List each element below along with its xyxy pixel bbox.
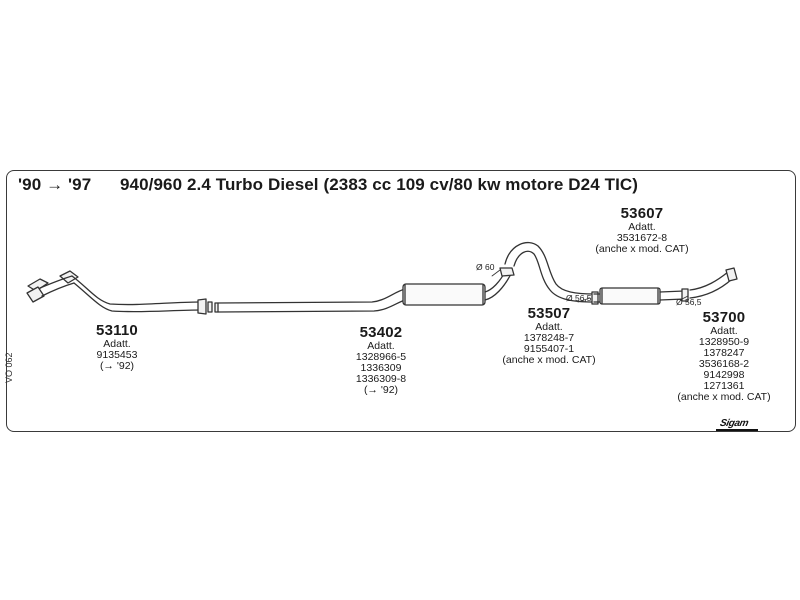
vehicle-code: VO 062: [4, 352, 14, 383]
diameter-56-5-label-b: Ø 56,5: [676, 297, 702, 307]
ref-number: 3536168-2: [698, 358, 750, 370]
part-code: 53507: [527, 305, 571, 322]
part-53110: 53110 Adatt. 9135453 (→ '92): [74, 322, 160, 372]
ref-note: (→ '92): [99, 360, 135, 372]
ref-number: 1271361: [703, 380, 745, 392]
ref-note: (anche x mod. CAT): [595, 243, 689, 255]
diagram-frame: [6, 170, 796, 432]
ref-number: 9135453: [96, 349, 138, 361]
ref-number: 1336309-8: [355, 373, 407, 385]
diameter-60-label: Ø 60: [476, 262, 495, 272]
part-code: 53110: [96, 322, 138, 339]
middle-pipe-53507: [504, 241, 599, 305]
ref-number: 1336309: [360, 362, 402, 374]
ref-number: 3531672-8: [616, 232, 668, 244]
front-pipe-53110: [26, 270, 213, 315]
adapter-label: Adatt.: [710, 325, 738, 337]
ref-number: 1378248-7: [523, 332, 575, 344]
part-53607: 53607 Adatt. 3531672-8 (anche x mod. CAT…: [584, 205, 700, 255]
part-53700: 53700 Adatt. 1328950-9 1378247 3536168-2…: [668, 309, 780, 403]
ref-number: 1328950-9: [698, 336, 750, 348]
brand-logo: Sigam: [718, 418, 750, 429]
brand-underline: [716, 429, 758, 431]
part-code: 53607: [620, 205, 664, 222]
ref-note: (→ '92): [363, 384, 399, 396]
ref-note: (anche x mod. CAT): [677, 391, 771, 403]
model-title: 940/960 2.4 Turbo Diesel (2383 cc 109 cv…: [120, 175, 639, 194]
ref-number: 9142998: [703, 369, 745, 381]
model-years: '90 → '97: [18, 175, 92, 194]
part-53507: 53507 Adatt. 1378248-7 9155407-1 (anche …: [494, 305, 604, 366]
part-code: 53402: [359, 324, 403, 341]
part-53402: 53402 Adatt. 1328966-5 1336309 1336309-8…: [336, 324, 426, 396]
middle-silencer-53402: [214, 267, 515, 313]
ref-number: 1328966-5: [355, 351, 407, 363]
adapter-label: Adatt.: [628, 221, 656, 233]
dimension-leaders: [491, 269, 689, 303]
ref-number: 9155407-1: [523, 343, 575, 355]
adapter-label: Adatt.: [103, 338, 131, 350]
ref-number: 1378247: [703, 347, 745, 359]
part-code: 53700: [702, 309, 746, 326]
tail-pipe-53700: [689, 267, 738, 299]
rear-silencer-53607: [593, 287, 689, 305]
adapter-label: Adatt.: [367, 340, 395, 352]
ref-note: (anche x mod. CAT): [502, 354, 596, 366]
adapter-label: Adatt.: [535, 321, 563, 333]
diameter-56-5-label-a: Ø 56,5: [566, 293, 592, 303]
